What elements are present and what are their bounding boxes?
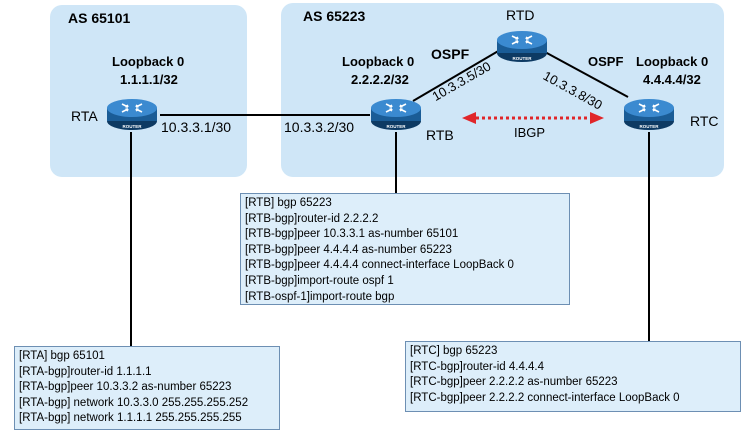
router-name-rtc: RTC (690, 113, 719, 129)
router-name-rta: RTA (71, 108, 98, 124)
router-name-rtb: RTB (426, 127, 454, 143)
router-icon-rtc: ROUTER (624, 99, 674, 130)
config-line: [RTA-bgp] network 1.1.1.1 255.255.255.25… (19, 412, 242, 425)
config-line: [RTB-bgp]router-id 2.2.2.2 (245, 212, 379, 225)
config-line: [RTB-bgp]peer 4.4.4.4 connect-interface … (245, 259, 514, 272)
config-line: [RTC-bgp]peer 2.2.2.2 as-number 65223 (410, 376, 618, 389)
config-line: [RTB] bgp 65223 (245, 197, 332, 209)
ospf-label-left: OSPF (431, 46, 470, 62)
rta-interface-ip: 10.3.3.1/30 (161, 119, 232, 135)
ibgp-label: IBGP (514, 125, 546, 140)
config-line: [RTA-bgp]peer 10.3.3.2 as-number 65223 (19, 381, 232, 394)
ibgp-arrow-right (590, 112, 604, 124)
config-line: [RTC-bgp]peer 2.2.2.2 connect-interface … (410, 391, 680, 404)
rtb-config-box: [RTB] bgp 65223 [RTB-bgp]router-id 2.2.2… (240, 193, 570, 305)
rta-loopback-title: Loopback 0 (112, 54, 185, 69)
rtc-loopback-title: Loopback 0 (636, 54, 709, 69)
rta-config-box: [RTA] bgp 65101 [RTA-bgp]router-id 1.1.1… (14, 346, 280, 430)
router-icon-text: ROUTER (387, 124, 407, 129)
router-icon-text: ROUTER (640, 124, 660, 129)
config-line: [RTB-bgp]peer 10.3.3.1 as-number 65101 (245, 228, 459, 241)
as-65223-title: AS 65223 (303, 8, 366, 24)
rtc-config-box: [RTC] bgp 65223 [RTC-bgp]router-id 4.4.4… (405, 341, 741, 412)
router-icon-rtd: ROUTER (497, 31, 547, 62)
rtc-loopback-ip: 4.4.4.4/32 (643, 72, 701, 87)
router-icon-rtb: ROUTER (371, 99, 421, 130)
rtb-interface-ip: 10.3.3.2/30 (284, 119, 355, 135)
rtb-loopback-title: Loopback 0 (342, 54, 415, 69)
ibgp-arrow-left (462, 112, 476, 124)
config-line: [RTA] bgp 65101 (19, 350, 105, 362)
config-line: [RTC-bgp]router-id 4.4.4.4 (410, 360, 545, 373)
link-rtd-rtc (544, 51, 629, 98)
config-line: [RTB-ospf-1]import-route bgp (245, 290, 395, 303)
config-line: [RTA-bgp] network 10.3.3.0 255.255.255.2… (19, 396, 249, 409)
config-line: [RTB-bgp]peer 4.4.4.4 as-number 65223 (245, 243, 452, 256)
router-icon-text: ROUTER (513, 56, 533, 61)
rta-loopback-ip: 1.1.1.1/32 (120, 72, 178, 87)
as-65101-title: AS 65101 (68, 10, 131, 26)
router-icon-rta: ROUTER (107, 99, 157, 130)
ospf-label-right: OSPF (588, 54, 624, 69)
as-65101-area (50, 5, 247, 177)
rtb-loopback-ip: 2.2.2.2/32 (351, 72, 409, 87)
config-line: [RTA-bgp]router-id 1.1.1.1 (19, 365, 152, 378)
link-rtb-rtd (412, 49, 501, 102)
as-65223-area (281, 3, 724, 177)
router-icon-text: ROUTER (123, 124, 143, 129)
config-line: [RTB-bgp]import-route ospf 1 (245, 274, 394, 287)
config-line: [RTC] bgp 65223 (410, 345, 498, 357)
router-name-rtd: RTD (506, 7, 535, 23)
